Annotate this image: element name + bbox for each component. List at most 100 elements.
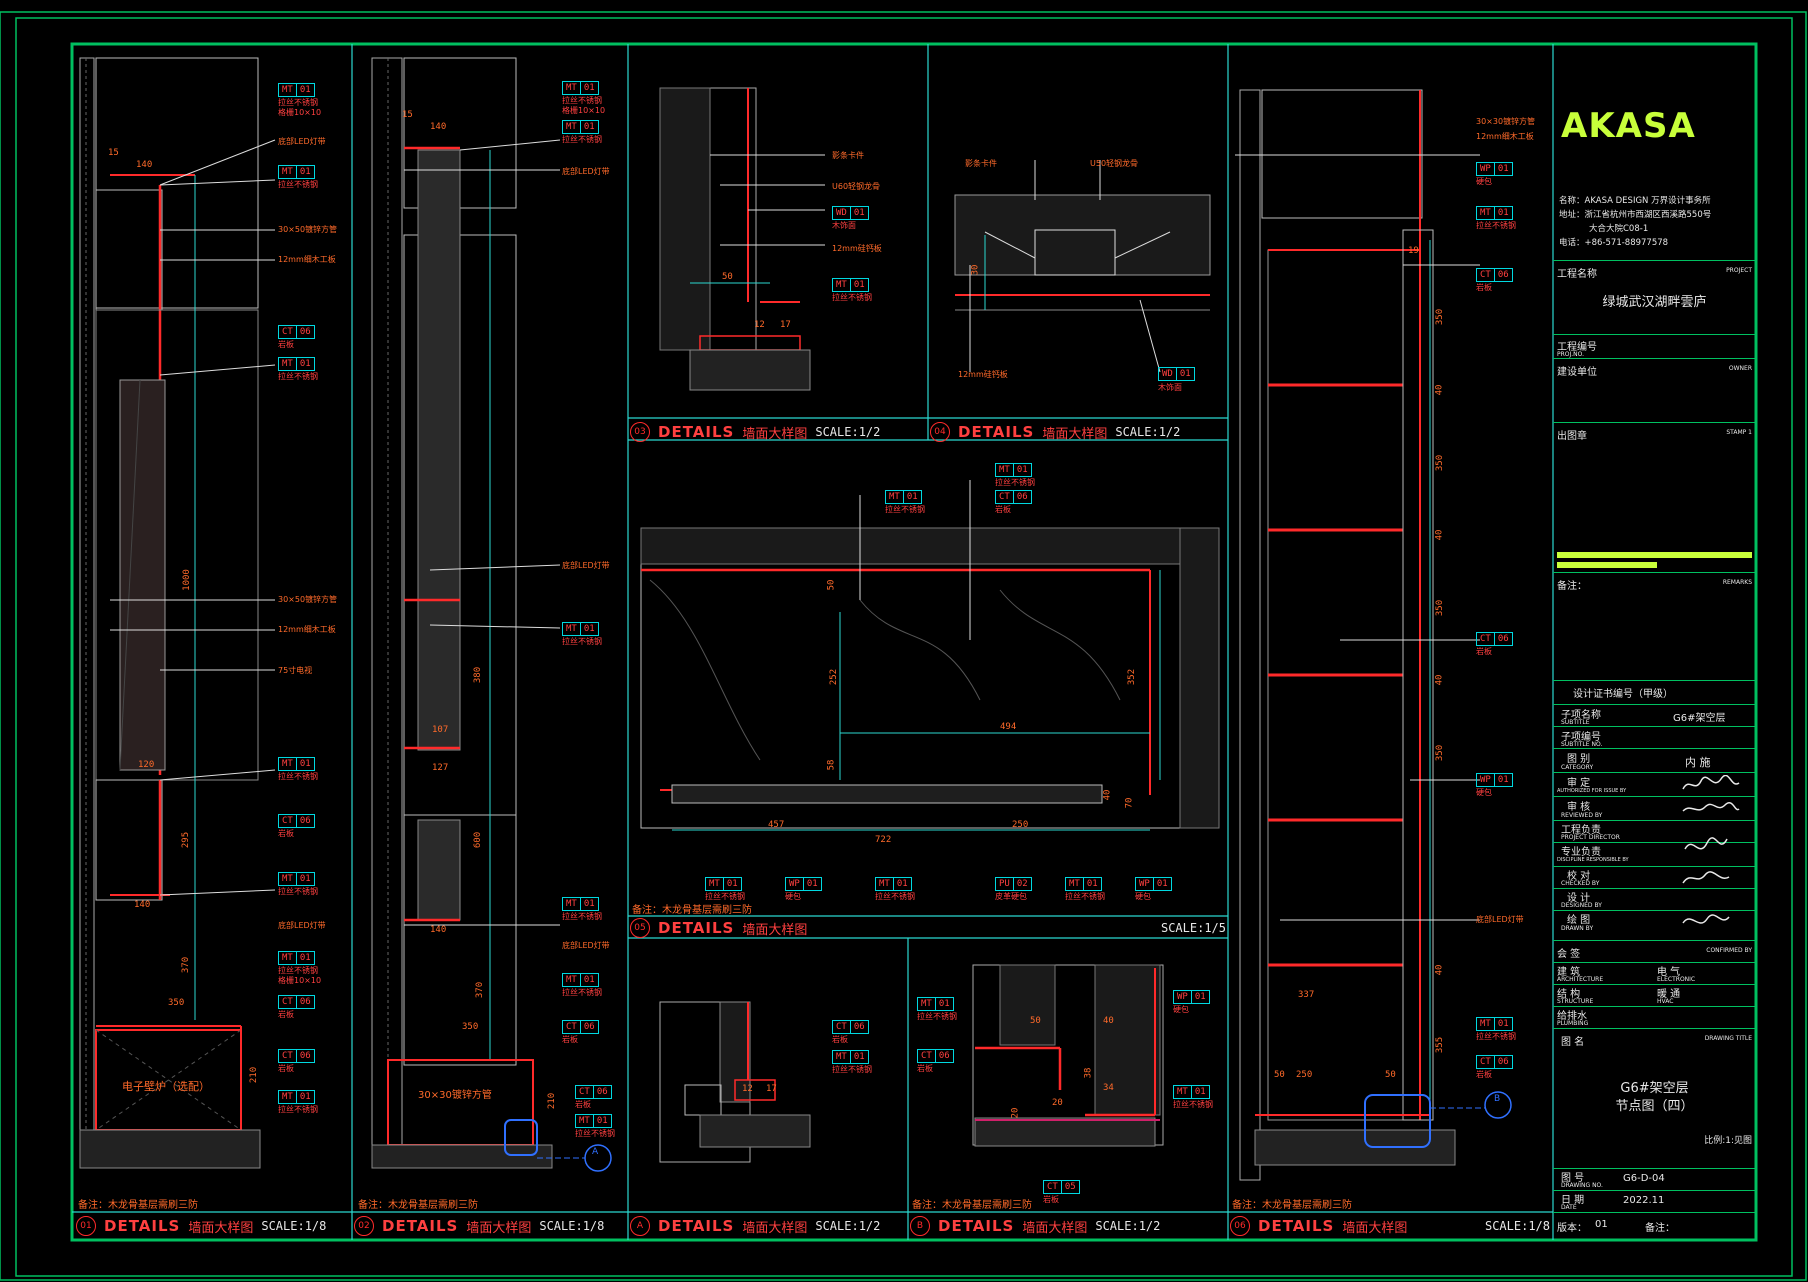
dim: 350: [168, 998, 185, 1008]
tag-code: CT: [1480, 270, 1491, 280]
spec-row: 专业负责 DISCIPLINE RESPONSIBLE BY: [1553, 837, 1756, 867]
panel-03-drawing: [659, 87, 811, 391]
dim: 40: [1434, 384, 1445, 396]
label-tile: 岩板: [278, 340, 294, 349]
panel-word: DETAILS: [958, 423, 1035, 441]
plumb-en: PLUMBING: [1557, 1020, 1589, 1027]
dim: 350: [1435, 599, 1446, 617]
outer-border-2: [15, 17, 1793, 1277]
dim: 600: [473, 831, 484, 849]
project-no-row: 工程编号 PROJ.NO.: [1553, 334, 1756, 358]
panel-06-title: 06 DETAILS 墙面大样图 SCALE:1/8: [1230, 1215, 1550, 1237]
tag-number: 01: [579, 82, 598, 94]
accent-bar-1: [1557, 552, 1752, 558]
tag-code: MT: [282, 874, 293, 884]
section-marker-b: B: [1494, 1094, 1501, 1104]
category: 内 施: [1685, 756, 1711, 769]
panel-05-title: 05 DETAILS 墙面大样图 SCALE:1/5: [630, 917, 1226, 939]
tag-number: 01: [802, 878, 821, 890]
label-light-trough: U50轻钢龙骨: [1090, 159, 1139, 168]
tag-number: 01: [1493, 207, 1512, 219]
approve-en: AUTHORIZED FOR ISSUE BY: [1557, 788, 1627, 794]
panel-number: 03: [630, 422, 650, 442]
dim: 20: [1052, 1098, 1063, 1108]
check-label: 校 对: [1567, 871, 1591, 882]
tag-code: MT: [282, 167, 293, 177]
pm-row: 工程负责 PROJECT DIRECTOR: [1553, 820, 1756, 843]
tag-number: 01: [892, 878, 911, 890]
panel-word: DETAILS: [938, 1217, 1015, 1235]
signature-draw: [1682, 914, 1730, 924]
dim: 50: [1030, 1016, 1041, 1026]
tag-number: 06: [295, 326, 314, 338]
dim: 40: [1434, 674, 1445, 686]
tag-code: WP: [1177, 992, 1188, 1002]
label-keel: U60轻钢龙骨: [832, 182, 881, 191]
label-tile: 岩板: [1476, 647, 1492, 656]
label-board: 12mm细木工板: [1476, 132, 1534, 141]
draw-en: DRAWN BY: [1561, 925, 1594, 932]
tag-code: MT: [566, 624, 577, 634]
address-label: 地址：: [1559, 210, 1585, 220]
label-steel: 30×50镀锌方管: [278, 225, 338, 234]
spec-en: DISCIPLINE RESPONSIBLE BY: [1557, 857, 1629, 863]
label-stainless: 拉丝不锈钢: [278, 772, 318, 781]
panel-word: DETAILS: [382, 1217, 459, 1235]
label-grid: 格栅10×10: [562, 106, 606, 115]
tag-number: 01: [295, 873, 314, 885]
review-label: 审 核: [1567, 802, 1591, 813]
panel-a-title: A DETAILS 墙面大样图 SCALE:1/2: [630, 1215, 880, 1237]
brand-logo: AKASA: [1561, 106, 1696, 146]
tag-code: MT: [709, 879, 720, 889]
dim: 350: [462, 1022, 479, 1032]
tag-number: 01: [1012, 464, 1031, 476]
company-name: AKASA DESIGN 万界设计事务所: [1584, 196, 1711, 206]
tag-number: 01: [579, 898, 598, 910]
tag-number: 01: [579, 974, 598, 986]
tag-code: CT: [999, 492, 1010, 502]
tag-code: MT: [579, 1116, 590, 1126]
cert-label: 设计证书编号（甲级）: [1573, 689, 1673, 700]
label-wood: 木饰面: [1158, 383, 1182, 392]
dim: 127: [432, 763, 449, 773]
draw-row: 绘 图 DRAWN BY: [1553, 910, 1756, 935]
label-stainless: 拉丝不锈钢: [278, 98, 318, 107]
drawing-no-en: DRAWING NO.: [1561, 1182, 1603, 1189]
label-board: 12mm细木工板: [278, 625, 336, 634]
design-en: DESIGNED BY: [1561, 902, 1602, 909]
section-marker-a: A: [592, 1147, 599, 1157]
tag-code: MT: [879, 879, 890, 889]
label-stainless: 拉丝不锈钢: [995, 478, 1035, 487]
dim: 50: [826, 579, 837, 591]
design-label: 设 计: [1567, 893, 1591, 904]
dim: 295: [181, 831, 192, 849]
dim: 250: [1012, 820, 1029, 830]
panel-word: DETAILS: [658, 919, 735, 937]
dim: 38: [1083, 1067, 1094, 1079]
label-tile: 岩板: [917, 1064, 933, 1073]
check-en: CHECKED BY: [1561, 880, 1600, 887]
tag-number: 06: [295, 815, 314, 827]
dim: 40: [1434, 964, 1445, 976]
stamp-row: 出图章 STAMP 1: [1553, 422, 1756, 523]
tag-code: CT: [1480, 634, 1491, 644]
tag-number: 01: [1152, 878, 1171, 890]
dim: 457: [768, 820, 785, 830]
company-row: 名称：AKASA DESIGN 万界设计事务所: [1559, 194, 1711, 208]
tag-code: CT: [282, 816, 293, 826]
panel-number: 02: [354, 1216, 374, 1236]
address2: 大合大院C08-1: [1589, 224, 1649, 234]
accent-bar-2: [1557, 562, 1657, 568]
label-tile: 岩板: [832, 1035, 848, 1044]
